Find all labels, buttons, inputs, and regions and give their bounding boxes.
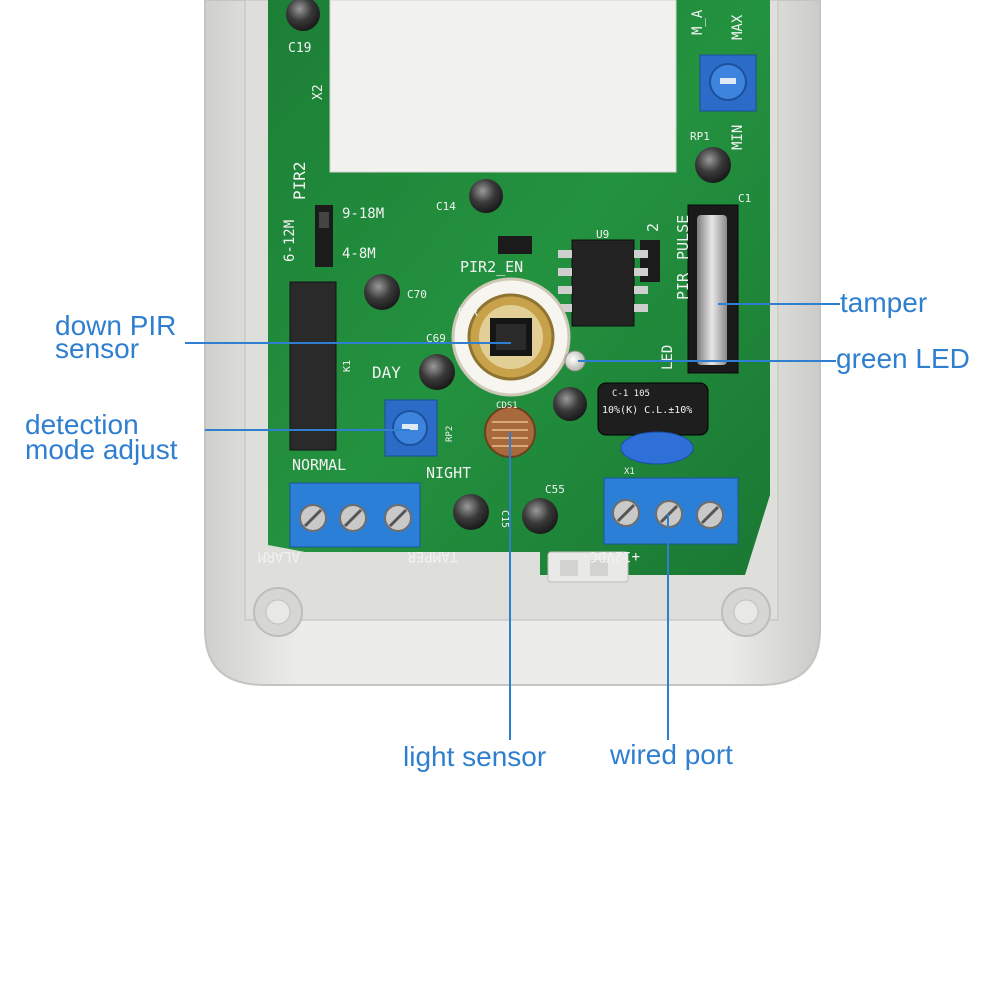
silk-tamper: TAMPER (407, 548, 458, 564)
callout-wired-port: wired port (610, 739, 733, 770)
silk-c69: C69 (426, 332, 446, 345)
callout-green-led: green LED (836, 343, 970, 374)
silk-c15: C15 (499, 510, 510, 528)
callout-light-sensor-text: light sensor (403, 741, 547, 772)
callout-tamper: tamper (840, 287, 928, 318)
silk-c1: C1 (738, 192, 751, 205)
tamper-switch (687, 204, 739, 374)
silk-pir2: PIR2 (290, 161, 309, 200)
leader-lines (185, 303, 840, 740)
silk-min: MIN (730, 125, 746, 150)
upper-pir-housing (329, 0, 677, 173)
silk-x1: X1 (624, 467, 635, 477)
silk-c55: C55 (545, 483, 565, 496)
silk-pir1: PIR (458, 306, 478, 319)
down-pir-sensor (451, 277, 571, 397)
detection-trimpot (384, 399, 438, 457)
silk-9-18m: 9-18M (342, 206, 384, 222)
callout-green-led-text: green LED (836, 343, 970, 374)
relay-k1 (289, 281, 337, 451)
silk-rp1: RP1 (690, 130, 710, 143)
silk-rp2: RP2 (445, 426, 455, 442)
silk-6-12m: 6-12M (282, 220, 298, 262)
silk-led: LED (660, 345, 676, 370)
callout-wired-port-text: wired port (610, 739, 733, 770)
silk-4-8m: 4-8M (342, 246, 376, 262)
ic-u9 (558, 239, 648, 327)
callout-down-pir: down PIR sensor (55, 310, 177, 364)
silk-jp-2: 2 (644, 223, 662, 232)
silk-c70: C70 (407, 288, 427, 301)
silk-u9: U9 (596, 228, 609, 241)
silk-alarm: ALARM (258, 548, 300, 564)
silk-night: NIGHT (426, 464, 471, 482)
callout-tamper-text: tamper (840, 287, 928, 318)
callout-detection-line2: mode adjust (25, 434, 178, 465)
silk-normal: NORMAL (292, 456, 346, 474)
callout-detection-line1: detection (25, 409, 139, 440)
silk-pir2-en: PIR2_EN (460, 258, 523, 276)
silk-c14: C14 (436, 200, 456, 213)
range-trimpot (699, 54, 757, 112)
silk-cds1: CDS1 (496, 401, 518, 411)
silk-m-a: M_A (690, 9, 706, 35)
silk-c19: C19 (288, 41, 311, 56)
silk-12vdc: +12VDC- (581, 548, 640, 564)
ceramic-capacitor (620, 431, 694, 465)
callout-down-pir-line1: down PIR (55, 310, 177, 341)
silk-max: MAX (730, 14, 746, 40)
callout-detection-mode: detection mode adjust (25, 409, 178, 465)
callout-down-pir-line2: sensor (55, 333, 140, 364)
silk-cap-top: C-1 105 (612, 389, 650, 399)
callout-light-sensor: light sensor (403, 741, 547, 772)
silk-pulse: PULSE (674, 215, 692, 260)
silk-cap-mid: 10%(K) C.L.±10% (602, 405, 692, 416)
electrolytic-capacitors (286, 0, 731, 534)
power-terminal-block (603, 477, 739, 545)
silk-day: DAY (372, 363, 401, 382)
silk-k1: K1 (342, 360, 353, 372)
silkscreen-labels: C19 X2 PIR2 M_A MAX MIN RP1 C1 6-12M 9-1… (258, 9, 751, 564)
silk-x2: X2 (311, 84, 326, 100)
silk-pir-jp: PIR (674, 272, 692, 300)
alarm-terminal-block (289, 482, 421, 548)
